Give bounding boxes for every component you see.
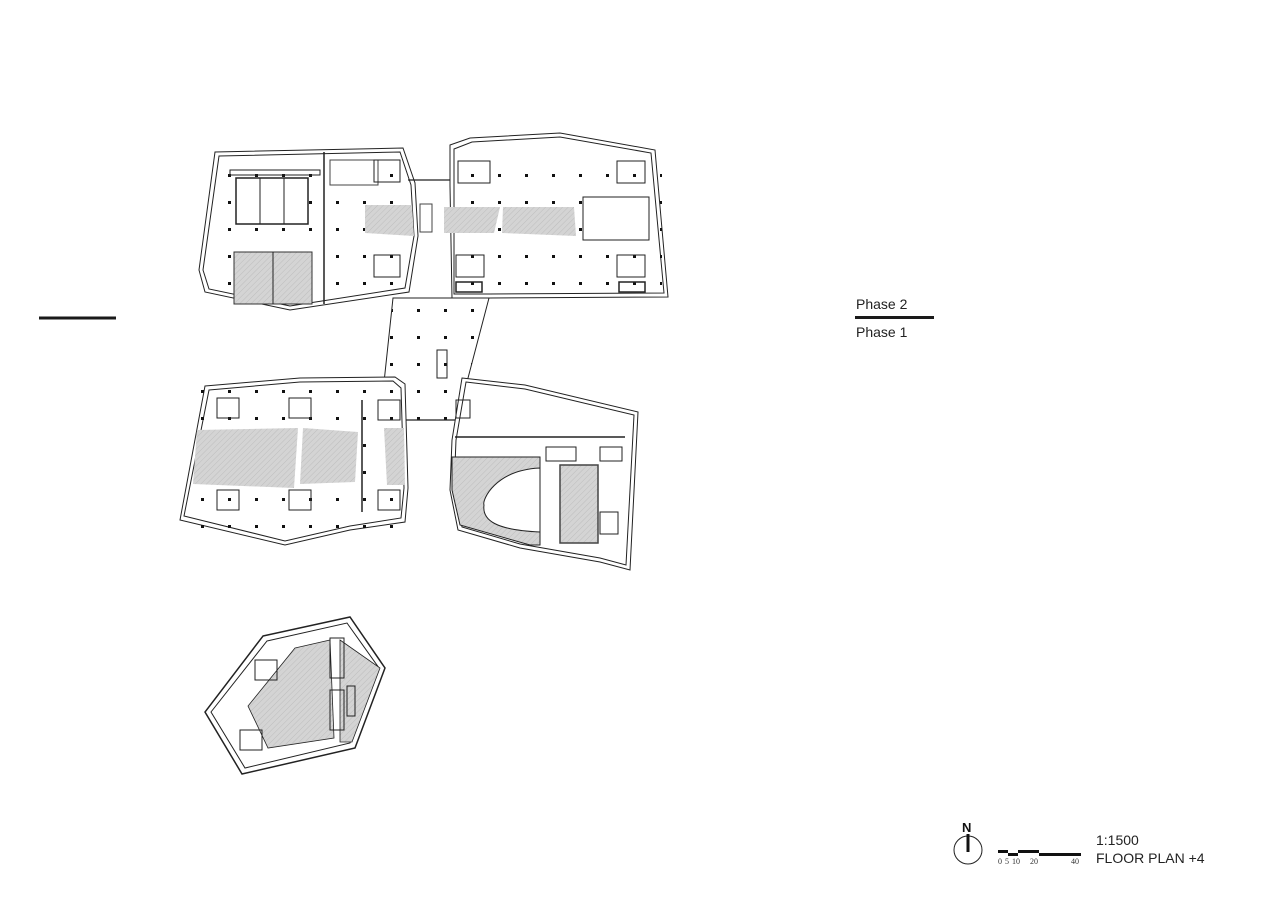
title-block: 1:1500 FLOOR PLAN +4: [1096, 831, 1205, 867]
south-east-block: [449, 377, 639, 571]
north-label: N: [962, 820, 972, 835]
north-connector: [329, 159, 450, 278]
scale-tick-20: 20: [1030, 857, 1038, 866]
north-arrow-icon: [953, 834, 983, 865]
north-west-block: [198, 147, 419, 311]
pentagon-tower: [204, 616, 386, 775]
scale-bar: [998, 850, 1081, 856]
scale-tick-5: 5: [1005, 857, 1009, 866]
drawing-title: FLOOR PLAN +4: [1096, 850, 1205, 866]
scale-tick-10: 10: [1012, 857, 1020, 866]
scale-ratio: 1:1500: [1096, 832, 1139, 848]
phase-2-label: Phase 2: [856, 296, 908, 312]
scale-tick-40: 40: [1071, 857, 1079, 866]
phase-1-label: Phase 1: [856, 324, 908, 340]
phase-divider-legend: [855, 316, 934, 319]
south-west-block: [179, 376, 409, 546]
north-east-block: [444, 132, 669, 299]
scale-tick-0: 0: [998, 857, 1002, 866]
